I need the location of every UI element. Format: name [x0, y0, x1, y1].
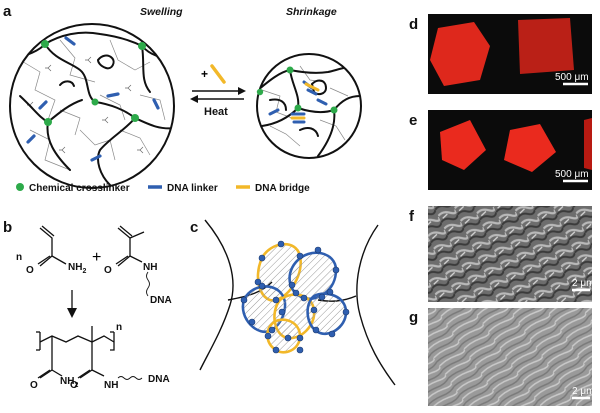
copolymer-o-1: O [30, 380, 38, 391]
shrunken-hydrogel-network [256, 53, 362, 159]
heat-label: Heat [204, 106, 228, 118]
panel-a-label: a [3, 3, 12, 20]
scale-bar-f-label: 2 μm [572, 278, 594, 289]
legend-crosslinker-label: Chemical crosslinker [29, 183, 130, 194]
copolymer-nh: NH [104, 380, 118, 391]
acrylamide-nh2: NH2 [68, 262, 86, 275]
dna-monomer-dna: DNA [150, 295, 172, 306]
swollen-boundary [9, 23, 175, 189]
panel-e-label: e [409, 112, 417, 129]
crosslinkers-swollen [41, 40, 146, 126]
dna-methacrylamide-monomer [115, 225, 150, 297]
copolymer-nh2: NH2 [60, 376, 78, 389]
acrylamide-o: O [26, 265, 34, 276]
panel-f-label: f [409, 208, 415, 225]
crosslinkers-shrunken [256, 66, 338, 114]
shrunken-boundary [256, 53, 362, 159]
legend-crosslinker-swatch [16, 183, 24, 191]
dna-bridge-network-schematic [199, 219, 396, 386]
reaction-arrow [67, 290, 77, 318]
plus-sign-b: + [92, 249, 101, 266]
shrinkage-title: Shrinkage [286, 6, 337, 18]
plus-sign: + [201, 67, 208, 81]
fluorescence-image-e: 500 μm [428, 110, 592, 190]
panel-b-label: b [3, 219, 12, 236]
scale-bar-g-label: 2 μm [572, 386, 594, 397]
fluorescence-image-d: 500 μm [428, 14, 592, 94]
copolymer-product [36, 326, 143, 380]
reversible-arrows [190, 87, 246, 103]
dna-linkers-swollen [26, 36, 160, 162]
acrylamide-monomer [37, 225, 67, 267]
dna-monomer-o: O [104, 265, 112, 276]
legend-dna-bridge-label: DNA bridge [255, 183, 310, 194]
sem-image-g: 2 μm [428, 308, 594, 406]
panel-g-label: g [409, 309, 418, 326]
legend: Chemical crosslinker DNA linker DNA brid… [16, 183, 310, 194]
n-prefix: n [16, 252, 22, 263]
panel-c-label: c [190, 219, 198, 236]
swollen-hydrogel-network [9, 23, 175, 189]
scale-bar-e-label: 500 μm [555, 169, 589, 180]
sem-image-f: 2 μm [428, 206, 594, 302]
copolymer-dna: DNA [148, 374, 170, 385]
copolymer-o-2: O [70, 380, 78, 391]
copolymer-n: n [116, 322, 122, 333]
panel-d-label: d [409, 16, 418, 33]
dna-monomer-nh: NH [143, 262, 157, 273]
scale-bar-d-label: 500 μm [555, 72, 589, 83]
dna-bridge-reagent [210, 64, 226, 84]
swelling-title: Swelling [140, 6, 183, 18]
dna-linkers-and-bridges-shrunken [268, 80, 328, 124]
legend-dna-linker-label: DNA linker [167, 183, 218, 194]
